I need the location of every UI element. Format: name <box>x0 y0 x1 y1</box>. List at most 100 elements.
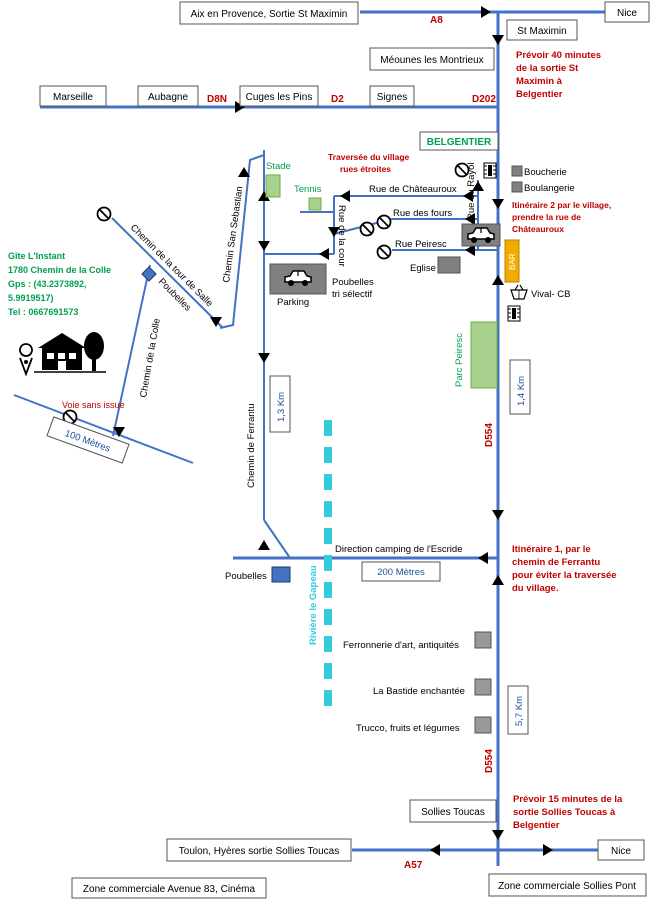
note-itin1-line1: Itinéraire 1, par le <box>512 544 591 555</box>
direction-arrow-icon <box>340 190 350 202</box>
label-stade: Stade <box>266 161 291 172</box>
direction-arrow-icon <box>478 552 488 564</box>
direction-arrow-icon <box>492 35 504 45</box>
gite-gps-line1: Gps : (43.2373892, <box>8 279 87 289</box>
location-pin-icon <box>19 343 33 377</box>
direction-arrow-icon <box>258 540 270 550</box>
direction-arrow-icon <box>492 575 504 585</box>
note-village-line1: Traversée du village <box>328 152 410 162</box>
no-entry-sign-icon <box>376 244 392 260</box>
tree-icon <box>84 332 104 371</box>
note-top-line1: Prévoir 40 minutes <box>516 50 601 61</box>
road-ferrantu-south <box>263 519 291 559</box>
label-poubelles-ferrantu: Poubelles <box>225 571 267 582</box>
code-a8: A8 <box>430 15 443 26</box>
note-bottom-line2: sortie Sollies Toucas à <box>513 807 616 818</box>
label-parking: Parking <box>277 297 309 308</box>
distance-200m: 200 Mètres <box>377 567 425 578</box>
direction-arrow-icon <box>319 248 329 260</box>
box-aubagne: Aubagne <box>148 92 188 103</box>
road-codes: A8 D8N D2 D202 D554 D554 A57 <box>207 15 496 871</box>
code-d2: D2 <box>331 94 344 105</box>
bar-marker <box>504 239 520 283</box>
code-a57: A57 <box>404 860 423 871</box>
stade-marker <box>265 174 281 198</box>
bottom-destinations: Sollies Toucas Toulon, Hyères sortie Sol… <box>71 799 647 899</box>
note-village-line2: rues étroites <box>340 164 391 174</box>
box-sollies-toucas: Sollies Toucas <box>421 807 485 818</box>
box-belgentier: BELGENTIER <box>427 137 492 148</box>
code-d554-bottom: D554 <box>484 749 495 773</box>
box-nice-bottom: Nice <box>611 846 631 857</box>
label-ferronnerie: Ferronnerie d'art, antiquités <box>343 640 459 651</box>
street-rue-peiresc: Rue Peiresc <box>395 239 447 250</box>
label-poubelles-tri-line1: Poubelles <box>332 277 374 288</box>
note-top-line4: Belgentier <box>516 89 563 100</box>
box-st-maximin: St Maximin <box>517 26 566 37</box>
box-aix: Aix en Provence, Sortie St Maximin <box>191 9 348 20</box>
code-d554-top: D554 <box>484 423 495 447</box>
street-rue-fours: Rue des fours <box>393 208 452 219</box>
road-san-sebastian <box>219 154 265 329</box>
shopping-basket-icon <box>510 284 528 300</box>
box-nice-top: Nice <box>617 8 637 19</box>
box-toulon: Toulon, Hyères sortie Sollies Toucas <box>179 846 339 857</box>
gite-gps-line2: 5.9919517) <box>8 293 54 303</box>
direction-arrow-icon <box>430 844 440 856</box>
note-bottom-line1: Prévoir 15 minutes de la <box>513 794 623 805</box>
note-top-line3: Maximin à <box>516 76 563 87</box>
label-tennis: Tennis <box>294 184 322 195</box>
label-bar: BAR <box>508 253 517 270</box>
ferronnerie-marker <box>474 631 492 649</box>
box-signes: Signes <box>377 92 408 103</box>
no-entry-sign-icon <box>96 206 112 222</box>
street-rue-cour: Rue de la cour <box>336 205 347 267</box>
note-itin1-line2: chemin de Ferrantu <box>512 557 600 568</box>
box-marseille: Marseille <box>53 92 93 103</box>
box-zone-sollies-pont: Zone commerciale Sollies Pont <box>498 881 636 892</box>
eglise-marker <box>437 256 461 274</box>
boulangerie-marker <box>511 181 523 193</box>
label-eglise: Eglise <box>410 263 436 274</box>
traffic-light-icon <box>507 305 521 322</box>
label-trucco: Trucco, fruits et légumes <box>356 723 460 734</box>
code-d8n: D8N <box>207 94 227 105</box>
gite-info: Gîte L'Instant 1780 Chemin de la Colle G… <box>8 251 111 317</box>
gite-name: Gîte L'Instant <box>8 251 65 261</box>
street-chemin-colle: Chemin de la Colle <box>138 318 163 399</box>
label-poubelles-tri-line2: tri sélectif <box>332 289 372 300</box>
trucco-marker <box>474 716 492 734</box>
note-top-line2: de la sortie St <box>516 63 579 74</box>
tennis-marker <box>308 197 322 211</box>
house-icon <box>38 333 86 370</box>
boucherie-marker <box>511 165 523 177</box>
code-d202: D202 <box>472 94 496 105</box>
direction-arrow-icon <box>492 275 504 285</box>
traffic-light-icon <box>483 162 497 179</box>
note-itin1-line4: du village. <box>512 583 558 594</box>
gite-tel: Tel : 0667691573 <box>8 307 78 317</box>
river-label: Rivière le Gapeau <box>308 565 319 645</box>
top-destinations: Aix en Provence, Sortie St Maximin Nice … <box>39 1 650 151</box>
no-entry-sign-icon <box>359 221 375 237</box>
park-label: Parc Peiresc <box>454 333 465 387</box>
direction-arrow-icon <box>258 241 270 251</box>
places: Stade Tennis Parking Poubelles tri sélec… <box>141 161 575 734</box>
distance-1-4km: 1,4 Km <box>516 376 527 406</box>
label-boucherie: Boucherie <box>524 167 567 178</box>
box-meounes: Méounes les Montrieux <box>380 55 483 66</box>
route-notes: Prévoir 40 minutes de la sortie St Maxim… <box>62 50 623 831</box>
note-bottom-line3: Belgentier <box>513 820 560 831</box>
parc-peiresc-area <box>470 321 498 389</box>
note-itin2-line2: prendre la rue de <box>512 212 581 222</box>
label-boulangerie: Boulangerie <box>524 183 575 194</box>
street-rue-rayol: Rue du Rayol <box>466 162 477 220</box>
note-itin1-line3: pour éviter la traversée <box>512 570 617 581</box>
road-tour-salle <box>111 217 224 329</box>
distance-5-7km: 5,7 Km <box>514 696 525 726</box>
note-itin2-line1: Itinéraire 2 par le village, <box>512 200 611 210</box>
road-colle <box>112 264 151 437</box>
direction-arrow-icon <box>543 844 553 856</box>
